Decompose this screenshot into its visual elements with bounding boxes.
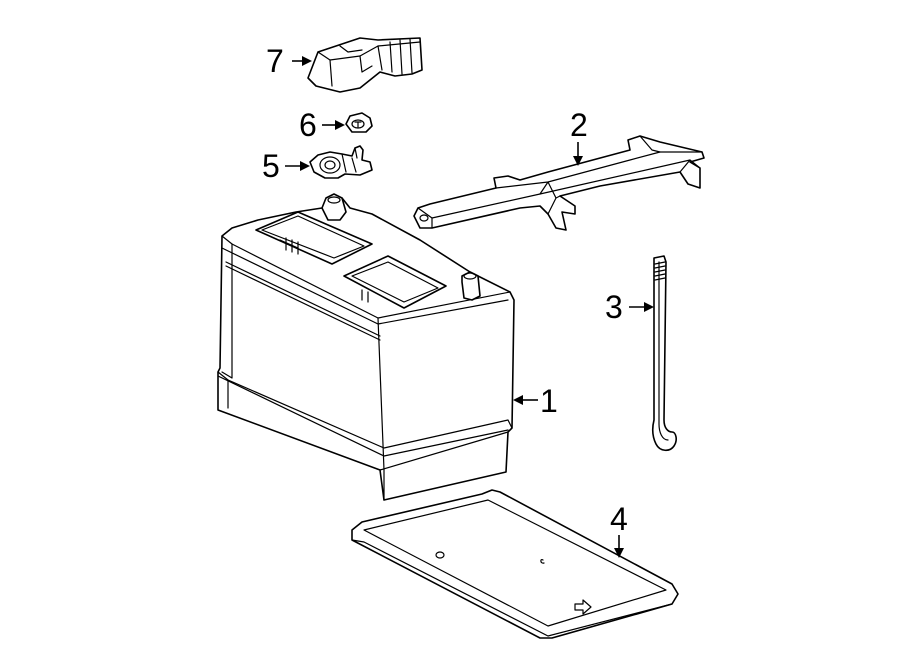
callout-label-2: 2 xyxy=(570,107,588,143)
callout-6: 6 xyxy=(299,107,345,143)
callout-3: 3 xyxy=(605,289,654,325)
hold-down-rod-part xyxy=(651,255,677,452)
battery-part xyxy=(217,193,515,501)
callout-label-1: 1 xyxy=(540,383,558,419)
callout-label-3: 3 xyxy=(605,289,623,325)
callout-4: 4 xyxy=(610,501,628,558)
callout-label-5: 5 xyxy=(262,148,280,184)
callout-1: 1 xyxy=(513,383,558,419)
callout-5: 5 xyxy=(262,148,310,184)
callout-label-4: 4 xyxy=(610,501,628,537)
callout-7: 7 xyxy=(266,43,312,79)
callout-label-7: 7 xyxy=(266,43,284,79)
battery-tray-part xyxy=(351,489,679,639)
hold-down-bracket-part xyxy=(413,135,705,231)
terminal-clamp-part xyxy=(309,145,373,179)
callout-label-6: 6 xyxy=(299,107,317,143)
nut-part xyxy=(345,112,373,133)
callout-2: 2 xyxy=(570,107,588,166)
terminal-cover-part xyxy=(307,37,423,93)
